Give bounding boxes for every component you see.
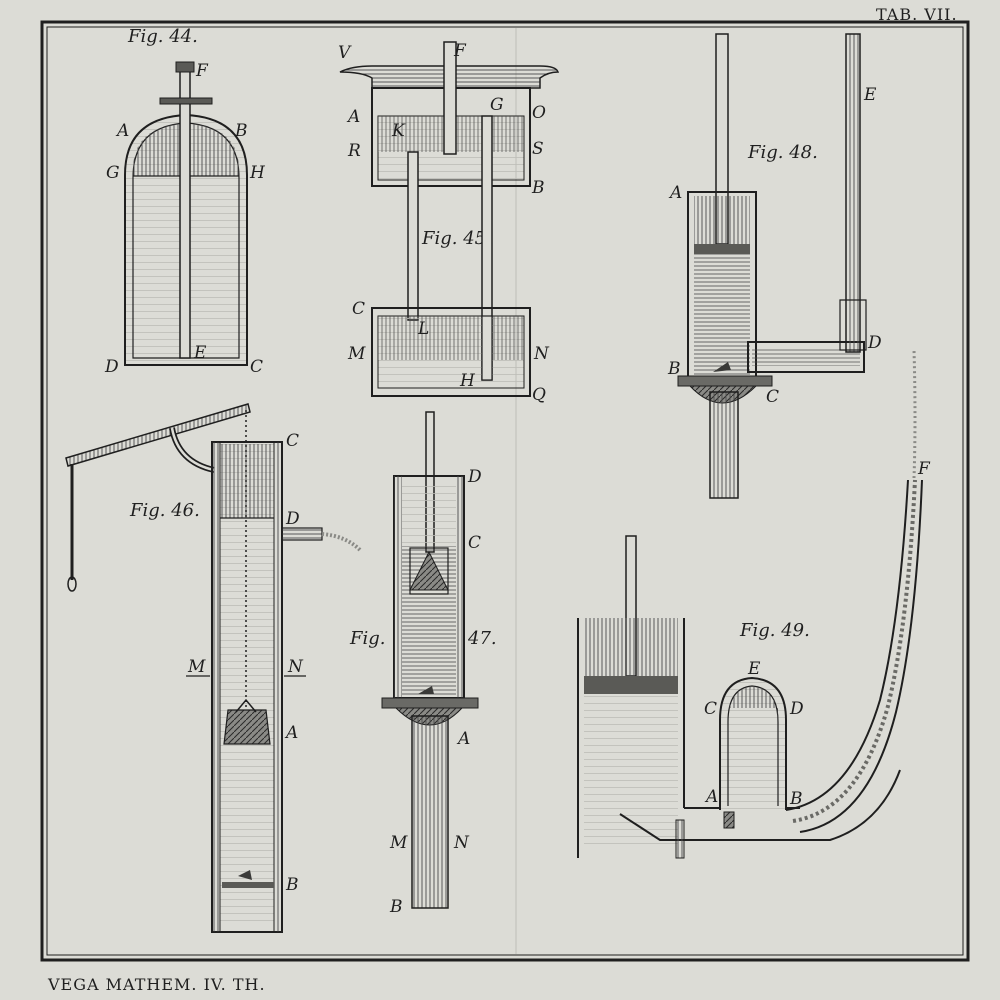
fig46-label-C: C — [286, 431, 299, 451]
fig49-label-B: B — [789, 789, 803, 809]
fig45-label-M: M — [347, 344, 366, 364]
fig48-caption: Fig. 48. — [747, 142, 818, 163]
figure-49: Fig. 49. E C D A B F — [577, 349, 931, 859]
fig44-label-F: F — [195, 61, 209, 81]
fig47-label-M: M — [389, 833, 408, 853]
plate-border-outer — [40, 20, 970, 962]
fig46-label-D: D — [285, 509, 300, 529]
fig45-label-V: V — [338, 43, 352, 63]
fig45-label-K: K — [391, 121, 406, 141]
figure-44: Fig. 44. F A B G H D E C — [104, 26, 266, 377]
fig45-label-F: F — [453, 41, 467, 61]
plate-number: TAB. VII. — [876, 5, 958, 24]
fig44-caption: Fig. 44. — [127, 26, 198, 47]
fig47-caption-left: Fig. — [349, 628, 386, 649]
fig45-label-N: N — [533, 344, 550, 364]
figure-45: Fig. 45. V F A G O R K S B C L M N H Q — [338, 41, 560, 405]
fig45-label-A: A — [346, 107, 360, 127]
fig49-label-D: D — [789, 699, 804, 719]
fig44-label-D: D — [104, 357, 119, 377]
fig48-label-C: C — [766, 387, 779, 407]
figure-46: Fig. 46. C D M N A B — [65, 403, 362, 933]
fig45-label-H: H — [459, 371, 476, 391]
fig46-label-B: B — [285, 875, 299, 895]
fig49-label-C: C — [704, 699, 717, 719]
fig45-label-R: R — [347, 141, 361, 161]
fig45-label-C: C — [352, 299, 365, 319]
fig44-label-H: H — [249, 163, 266, 183]
fig47-label-D: D — [467, 467, 482, 487]
fig47-label-B: B — [389, 897, 403, 917]
fig45-label-O: O — [532, 103, 546, 123]
fig47-label-C: C — [468, 533, 481, 553]
fig47-label-N: N — [453, 833, 470, 853]
plate-border-inner — [46, 26, 964, 956]
fig47-label-A: A — [456, 729, 470, 749]
fig44-label-C: C — [250, 357, 263, 377]
fig45-label-S: S — [532, 139, 544, 159]
figure-47: Fig. 47. D C A M N B — [349, 411, 497, 917]
fig46-label-N: N — [287, 657, 304, 677]
fig44-label-B: B — [234, 121, 248, 141]
fig45-caption: Fig. 45. — [421, 228, 492, 249]
fig49-label-A: A — [704, 787, 718, 807]
fig48-label-B: B — [667, 359, 681, 379]
fig45-label-Q: Q — [532, 385, 546, 405]
fig48-label-A: A — [668, 183, 682, 203]
fig46-label-M: M — [187, 657, 206, 677]
fig45-label-L: L — [417, 319, 429, 339]
fig49-label-F: F — [917, 459, 931, 479]
figure-48: Fig. 48. E A D B C — [667, 33, 882, 499]
fig44-label-A: A — [115, 121, 129, 141]
fig48-label-D: D — [867, 333, 882, 353]
fig46-caption: Fig. 46. — [129, 500, 200, 521]
fig48-label-E: E — [863, 85, 877, 105]
fig44-label-E: E — [193, 343, 207, 363]
fig46-label-A: A — [284, 723, 298, 743]
fig45-label-G: G — [490, 95, 504, 115]
fig49-caption: Fig. 49. — [739, 620, 810, 641]
fig44-label-G: G — [106, 163, 120, 183]
fig45-label-B: B — [531, 178, 545, 198]
fig47-caption-right: 47. — [467, 628, 497, 649]
fig49-label-E: E — [747, 659, 761, 679]
plate-footer: VEGA MATHEM. IV. TH. — [47, 975, 266, 994]
